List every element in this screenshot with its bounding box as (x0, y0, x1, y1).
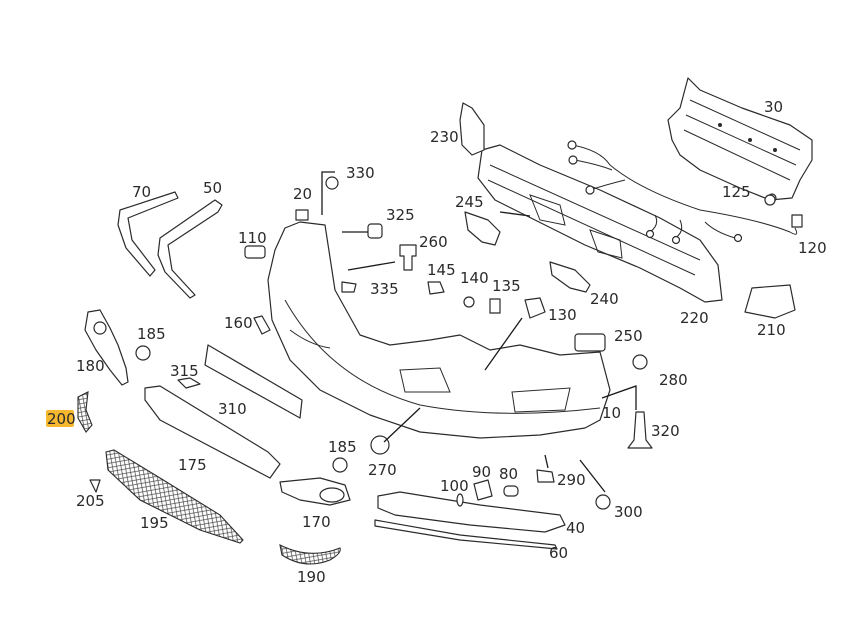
part-175-trim (144, 385, 281, 479)
part-190-grille (279, 544, 341, 565)
callout-40: 40 (566, 519, 585, 537)
callout-60: 60 (549, 544, 568, 562)
part-30-reinforcement (667, 77, 813, 201)
callout-170: 170 (302, 513, 331, 531)
callout-300: 300 (614, 503, 643, 521)
callout-120: 120 (798, 239, 827, 257)
callout-240: 240 (590, 290, 619, 308)
callout-230: 230 (430, 128, 459, 146)
part-210-bracket (744, 284, 796, 319)
callout-315: 315 (170, 362, 199, 380)
callout-195: 195 (140, 514, 169, 532)
part-10-bumper-cover (267, 221, 611, 439)
callout-90: 90 (472, 463, 491, 481)
callout-180: 180 (76, 357, 105, 375)
callout-185-lower: 185 (328, 438, 357, 456)
part-70-trim (117, 191, 179, 277)
callout-135: 135 (492, 277, 521, 295)
callout-80: 80 (499, 465, 518, 483)
callout-145: 145 (427, 261, 456, 279)
callout-270: 270 (368, 461, 397, 479)
callout-280: 280 (659, 371, 688, 389)
part-245-bracket (464, 211, 501, 246)
callout-20: 20 (293, 185, 312, 203)
part-310-plate-holder (204, 344, 303, 419)
callout-320: 320 (651, 422, 680, 440)
leader-lines (321, 171, 637, 493)
callout-210: 210 (757, 321, 786, 339)
callout-175: 175 (178, 456, 207, 474)
callout-190: 190 (297, 568, 326, 586)
part-50-trim (157, 199, 223, 299)
fasteners (89, 176, 776, 510)
callout-70: 70 (132, 183, 151, 201)
callout-130: 130 (548, 306, 577, 324)
callout-335: 335 (370, 280, 399, 298)
callout-290: 290 (557, 471, 586, 489)
callout-10: 10 (602, 404, 621, 422)
callout-140: 140 (460, 269, 489, 287)
part-60-strip (374, 519, 558, 550)
callout-310: 310 (218, 400, 247, 418)
callout-200-highlighted: 200 (47, 410, 76, 428)
callout-50: 50 (203, 179, 222, 197)
part-195-grille (105, 449, 244, 544)
part-250-clip (574, 333, 606, 352)
part-240-bracket (549, 261, 591, 293)
callout-100: 100 (440, 477, 469, 495)
callout-245: 245 (455, 193, 484, 211)
part-230-bracket (459, 102, 485, 156)
part-40-spoiler (377, 491, 566, 533)
callout-325: 325 (386, 206, 415, 224)
callout-30: 30 (764, 98, 783, 116)
callout-205: 205 (76, 492, 105, 510)
callout-110: 110 (238, 229, 267, 247)
callout-220: 220 (680, 309, 709, 327)
callout-250: 250 (614, 327, 643, 345)
callout-260: 260 (419, 233, 448, 251)
callout-125: 125 (722, 183, 751, 201)
callouts: 10 20 30 40 50 60 70 80 90 100 110 120 1… (47, 98, 827, 586)
highlight-200 (46, 410, 74, 427)
callout-330: 330 (346, 164, 375, 182)
part-200-grille (77, 391, 93, 433)
part-220-absorber (477, 144, 723, 303)
callout-185-left: 185 (137, 325, 166, 343)
callout-160: 160 (224, 314, 253, 332)
